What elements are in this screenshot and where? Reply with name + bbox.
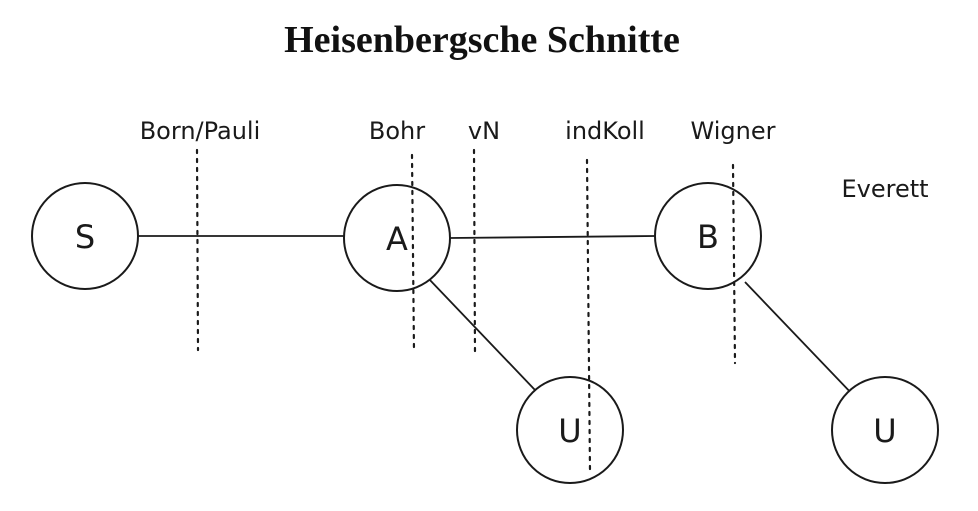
cut-line-born-pauli	[195, 148, 200, 352]
cut-line-vn	[472, 148, 477, 357]
node-u-left-circle	[516, 376, 624, 484]
node-a-label: A	[386, 220, 408, 258]
cut-line-indkoll	[585, 158, 592, 474]
edge-a-b	[449, 235, 656, 239]
edge-a-u1	[427, 277, 536, 391]
node-s: S	[31, 182, 139, 290]
node-u-right-circle	[831, 376, 939, 484]
node-a: A	[343, 184, 451, 292]
cut-label-everett: Everett	[841, 175, 928, 203]
cut-label-vn: vN	[468, 117, 500, 145]
cut-label-born-pauli: Born/Pauli	[140, 117, 261, 145]
cut-line-wigner	[731, 163, 737, 365]
node-u-left-label: U	[558, 412, 581, 450]
cut-line-bohr	[410, 153, 416, 354]
node-s-circle	[31, 182, 139, 290]
cut-label-wigner: Wigner	[691, 117, 776, 145]
node-b-circle	[654, 182, 762, 290]
page-title: Heisenbergsche Schnitte	[284, 19, 680, 61]
node-u-right: U	[831, 376, 939, 484]
node-u-left: U	[516, 376, 624, 484]
node-b: B	[654, 182, 762, 290]
node-s-label: S	[75, 218, 95, 256]
node-b-label: B	[697, 218, 719, 256]
node-a-circle	[343, 184, 451, 292]
cut-label-indkoll: indKoll	[565, 117, 645, 145]
cut-label-bohr: Bohr	[369, 117, 425, 145]
edge-b-u2	[744, 281, 856, 398]
node-u-right-label: U	[873, 412, 896, 450]
